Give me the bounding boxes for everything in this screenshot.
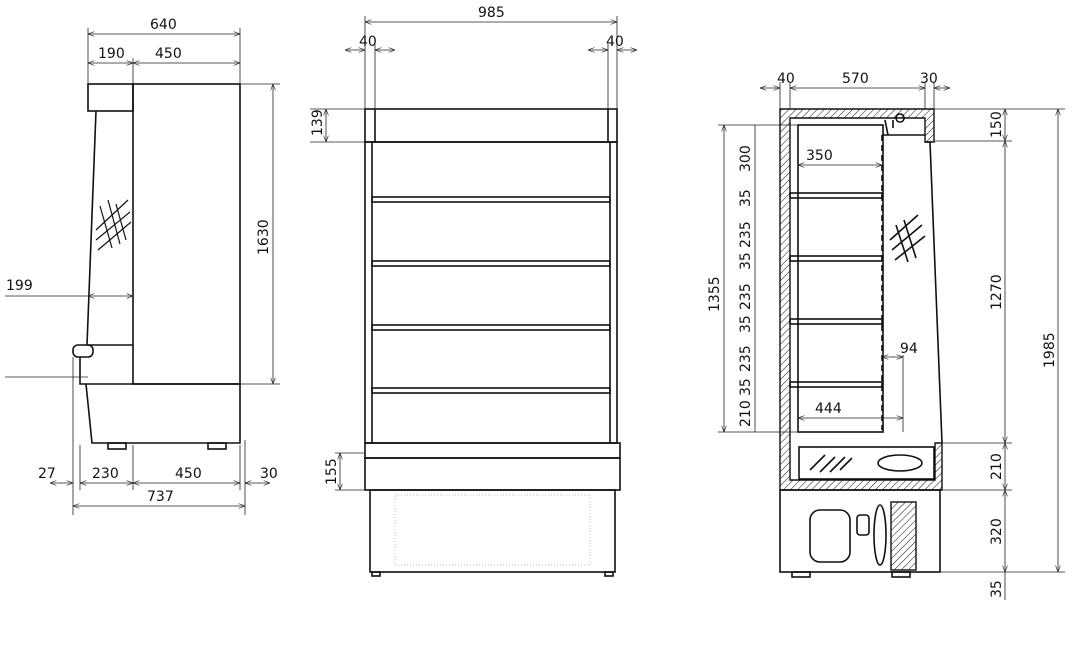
display-frame	[364, 141, 618, 444]
side-glass	[86, 110, 97, 346]
dim-450-top: 450	[155, 46, 182, 62]
section-view: 40 570 30 150 1270 210 320 35 1985 1355 …	[707, 71, 1065, 600]
condenser-fan-icon	[873, 504, 887, 566]
dim-210-evap: 210	[989, 453, 1005, 480]
side-view: 640 190 450 1630 199 27 230 450 30 737	[5, 17, 280, 515]
dim-1630: 1630	[256, 219, 272, 255]
dim-40: 40	[777, 71, 795, 87]
dim-199: 199	[6, 278, 33, 294]
dim-444: 444	[815, 401, 842, 417]
svg-text:300: 300	[738, 145, 754, 172]
svg-text:35: 35	[738, 252, 754, 270]
dim-1270: 1270	[989, 274, 1005, 310]
dim-40-right: 40	[606, 34, 624, 50]
front-grille	[369, 489, 616, 573]
svg-text:235: 235	[738, 221, 754, 248]
glass-reflection-icon	[889, 214, 926, 263]
dim-139: 139	[310, 109, 326, 136]
dim-30: 30	[260, 466, 278, 482]
evaporator-fan-icon	[877, 454, 923, 472]
dim-1985: 1985	[1042, 332, 1058, 368]
canopy	[87, 83, 134, 112]
dim-450-bottom: 450	[175, 466, 202, 482]
dim-40-left: 40	[359, 34, 377, 50]
dim-150: 150	[989, 111, 1005, 138]
dim-155: 155	[324, 458, 340, 485]
dim-30: 30	[920, 71, 938, 87]
dim-737: 737	[147, 489, 174, 505]
dim-94: 94	[900, 341, 918, 357]
evaporator-coil-icon	[809, 454, 853, 473]
svg-text:35: 35	[738, 189, 754, 207]
svg-text:235: 235	[738, 345, 754, 372]
svg-text:35: 35	[738, 315, 754, 333]
dim-35-feet: 35	[989, 580, 1005, 598]
side-body	[132, 83, 241, 385]
svg-text:210: 210	[738, 400, 754, 427]
shelves-section	[789, 192, 883, 388]
front-view: 985 40 40 139 155	[310, 5, 637, 577]
dim-350: 350	[806, 148, 833, 164]
dim-640: 640	[150, 17, 177, 33]
dim-190: 190	[98, 46, 125, 62]
base-ledge	[364, 442, 621, 459]
compressor-bay	[779, 489, 941, 573]
shelf-spacing-dims: 300 35 235 35 235 35 235 35 210	[738, 145, 754, 427]
glass-reflection-icon	[95, 199, 132, 251]
svg-text:235: 235	[738, 283, 754, 310]
evaporator	[798, 446, 935, 480]
dim-27: 27	[38, 466, 56, 482]
side-base	[79, 357, 241, 444]
dim-985: 985	[478, 5, 505, 21]
dim-230: 230	[92, 466, 119, 482]
header	[364, 108, 618, 143]
compressor-icon	[809, 509, 851, 563]
dim-570: 570	[842, 71, 869, 87]
condenser-icon	[890, 501, 917, 571]
bumper	[72, 344, 94, 358]
display-cavity	[797, 124, 884, 433]
svg-text:35: 35	[738, 378, 754, 396]
dim-1355: 1355	[707, 276, 723, 312]
shelves	[371, 196, 611, 394]
dim-320: 320	[989, 518, 1005, 545]
insulation-wall	[779, 108, 943, 491]
